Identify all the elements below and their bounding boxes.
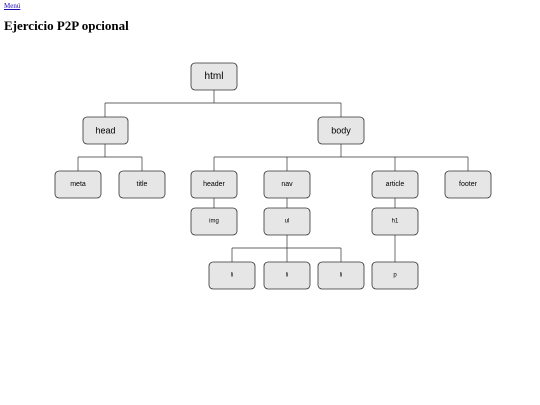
menu-link[interactable]: Menú: [4, 2, 21, 10]
svg-text:body: body: [331, 126, 351, 136]
node-li-1: li: [208, 261, 256, 290]
svg-text:head: head: [95, 126, 115, 136]
node-article: article: [371, 170, 419, 199]
svg-text:p: p: [393, 273, 397, 279]
node-li-3: li: [317, 261, 365, 290]
svg-text:li: li: [231, 273, 234, 279]
svg-text:img: img: [209, 219, 219, 225]
svg-text:article: article: [386, 181, 405, 188]
node-p: p: [371, 261, 419, 290]
node-title: title: [118, 170, 166, 199]
svg-text:title: title: [137, 181, 148, 188]
node-html: html: [190, 62, 238, 91]
node-header: header: [190, 170, 238, 199]
svg-text:footer: footer: [459, 181, 478, 188]
node-footer: footer: [444, 170, 492, 199]
svg-text:h1: h1: [392, 219, 399, 225]
node-li-2: li: [263, 261, 311, 290]
node-body: body: [317, 116, 365, 145]
svg-text:nav: nav: [281, 181, 293, 188]
svg-text:li: li: [286, 273, 289, 279]
node-ul: ul: [263, 207, 311, 236]
svg-text:li: li: [340, 273, 343, 279]
node-img: img: [190, 207, 238, 236]
svg-text:ul: ul: [285, 219, 290, 225]
node-head: head: [82, 116, 129, 145]
node-nav: nav: [263, 170, 311, 199]
svg-text:meta: meta: [70, 181, 86, 188]
node-meta: meta: [54, 170, 102, 199]
page-title: Ejercicio P2P opcional: [4, 18, 129, 33]
svg-text:html: html: [205, 71, 224, 82]
node-h1: h1: [371, 207, 419, 236]
svg-text:header: header: [203, 181, 225, 188]
tree-edges: [77, 90, 469, 262]
